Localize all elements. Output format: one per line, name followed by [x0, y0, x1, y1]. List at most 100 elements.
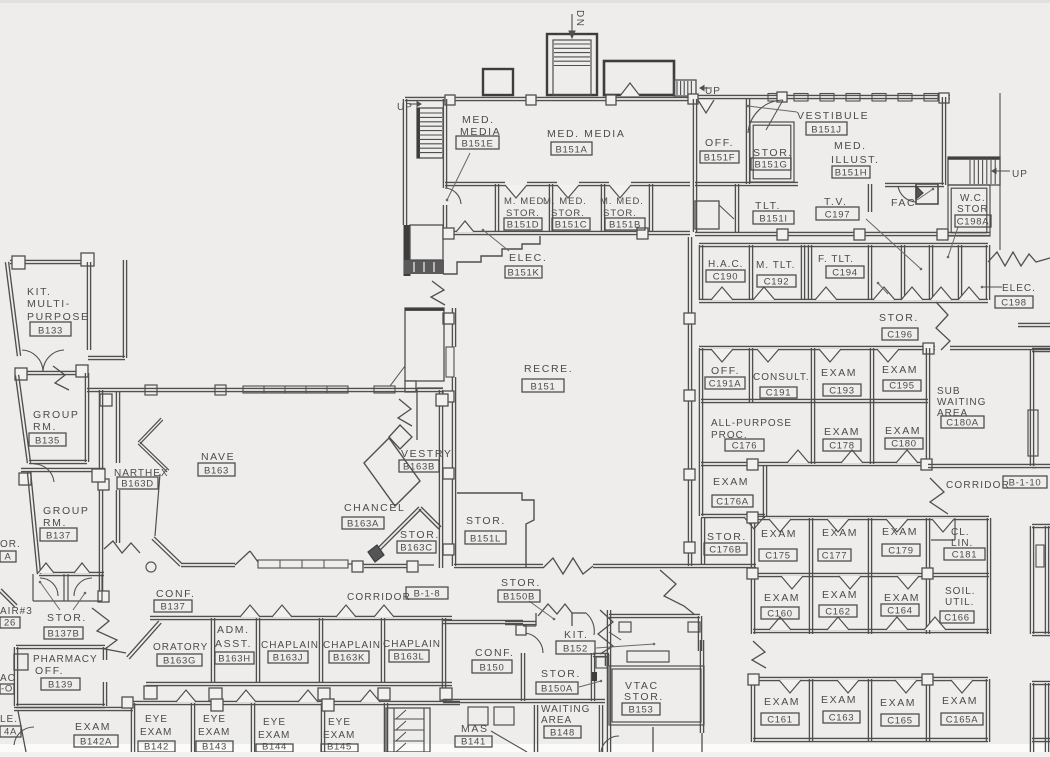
svg-text:EXAM: EXAM [824, 426, 860, 438]
svg-text:A: A [4, 552, 11, 563]
svg-text:ELEC.: ELEC. [1002, 283, 1036, 294]
svg-text:EXAM: EXAM [75, 721, 111, 733]
svg-text:M. MED.: M. MED. [543, 196, 587, 207]
svg-text:C165: C165 [887, 716, 913, 727]
svg-text:26: 26 [4, 618, 16, 629]
svg-text:B163K: B163K [333, 653, 365, 664]
svg-text:C177: C177 [822, 551, 848, 562]
svg-text:LIN.: LIN. [951, 538, 973, 549]
svg-text:STOR.: STOR. [753, 147, 793, 159]
svg-text:STOR.: STOR. [603, 208, 637, 219]
svg-text:LE.: LE. [0, 714, 18, 725]
svg-text:CHAPLAIN: CHAPLAIN [261, 640, 319, 651]
svg-text:EXAM: EXAM [821, 694, 857, 706]
svg-text:EYE: EYE [203, 714, 226, 725]
svg-text:EXAM: EXAM [323, 730, 355, 741]
svg-text:EXAM: EXAM [822, 527, 858, 539]
svg-text:B163L: B163L [394, 652, 425, 663]
svg-text:C160: C160 [767, 609, 793, 620]
svg-text:F. TLT.: F. TLT. [818, 254, 854, 265]
svg-text:B151D: B151D [507, 220, 540, 231]
svg-text:STOR.: STOR. [47, 612, 87, 624]
svg-text:VESTRY: VESTRY [401, 448, 452, 460]
svg-text:B139: B139 [48, 680, 73, 691]
svg-text:B163D: B163D [121, 479, 154, 490]
svg-text:GROUP: GROUP [33, 409, 80, 421]
svg-text:OFF.: OFF. [705, 137, 734, 149]
svg-text:W.C.: W.C. [960, 193, 986, 204]
svg-text:M. MED.: M. MED. [504, 196, 548, 207]
svg-text:B151J: B151J [811, 125, 841, 136]
svg-text:B150A: B150A [541, 684, 573, 695]
svg-text:B163G: B163G [163, 656, 196, 667]
svg-text:ILLUST.: ILLUST. [831, 154, 880, 166]
svg-text:AREA: AREA [937, 408, 968, 419]
svg-text:B163A: B163A [347, 519, 379, 530]
svg-text:MED.: MED. [834, 140, 867, 152]
svg-text:PHARMACY: PHARMACY [33, 654, 98, 665]
svg-text:DN: DN [574, 10, 585, 27]
svg-text:B151C: B151C [555, 220, 588, 231]
svg-text:TLT.: TLT. [755, 200, 781, 212]
svg-text:STOR.: STOR. [707, 531, 747, 543]
svg-text:B137: B137 [161, 602, 186, 613]
svg-text:B-1-10: B-1-10 [1009, 478, 1042, 489]
svg-text:B133: B133 [38, 326, 63, 337]
svg-text:T.V.: T.V. [824, 196, 848, 208]
svg-text:B153: B153 [629, 705, 654, 716]
svg-text:EYE: EYE [263, 717, 286, 728]
svg-text:C178: C178 [829, 441, 855, 452]
svg-text:C197: C197 [825, 210, 851, 221]
svg-text:B143: B143 [202, 742, 227, 753]
svg-text:C190: C190 [713, 272, 739, 283]
svg-text:ORATORY: ORATORY [153, 642, 208, 653]
svg-text:AC: AC [0, 673, 16, 684]
svg-text:C198A: C198A [957, 217, 990, 228]
svg-text:STOR.: STOR. [506, 208, 540, 219]
svg-text:M. TLT.: M. TLT. [756, 260, 795, 271]
svg-text:B152: B152 [563, 644, 588, 655]
svg-text:KIT.: KIT. [564, 629, 589, 641]
svg-text:STOR.: STOR. [501, 577, 541, 589]
svg-text:B163C: B163C [400, 543, 433, 554]
svg-text:EXAM: EXAM [942, 695, 978, 707]
svg-text:B151: B151 [531, 382, 556, 393]
svg-text:B163J: B163J [273, 653, 303, 664]
svg-text:B150B: B150B [503, 592, 535, 603]
svg-text:B145: B145 [327, 742, 352, 753]
svg-text:C193: C193 [829, 386, 855, 397]
svg-text:ASST.: ASST. [215, 638, 252, 650]
svg-text:B151E: B151E [461, 139, 493, 150]
svg-text:CHAPLAIN: CHAPLAIN [323, 640, 381, 651]
svg-text:C179: C179 [888, 546, 914, 557]
svg-text:H.A.C.: H.A.C. [708, 259, 743, 270]
svg-text:4A: 4A [4, 727, 17, 738]
svg-text:B151K: B151K [507, 268, 539, 279]
svg-text:RECRE.: RECRE. [524, 363, 573, 375]
svg-text:WAITING: WAITING [937, 397, 986, 408]
svg-text:C166: C166 [944, 613, 970, 624]
svg-text:UP: UP [705, 86, 721, 97]
svg-text:C181: C181 [952, 550, 978, 561]
svg-text:MED.: MED. [462, 114, 495, 126]
svg-text:WAITING: WAITING [541, 704, 590, 715]
svg-text:EXAM: EXAM [198, 727, 230, 738]
svg-text:STOR.: STOR. [879, 312, 919, 324]
svg-text:EXAM: EXAM [822, 589, 858, 601]
svg-text:EXAM: EXAM [882, 526, 918, 538]
svg-text:CORRIDOR: CORRIDOR [946, 480, 1010, 491]
svg-text:OR.: OR. [0, 539, 21, 550]
svg-text:STOR.: STOR. [624, 691, 664, 703]
svg-text:B151H: B151H [835, 168, 868, 179]
svg-text:C191: C191 [766, 388, 792, 399]
svg-text:EXAM: EXAM [258, 730, 290, 741]
svg-text:UP: UP [397, 102, 413, 113]
svg-text:GROUP: GROUP [43, 505, 90, 517]
svg-text:EXAM: EXAM [884, 592, 920, 604]
svg-text:STOR.: STOR. [400, 529, 440, 541]
svg-text:C162: C162 [825, 607, 851, 618]
svg-text:STOR.: STOR. [957, 204, 992, 215]
svg-text:STOR.: STOR. [551, 208, 585, 219]
svg-text:C176B: C176B [709, 545, 742, 556]
svg-text:CHAPLAIN: CHAPLAIN [383, 639, 441, 650]
